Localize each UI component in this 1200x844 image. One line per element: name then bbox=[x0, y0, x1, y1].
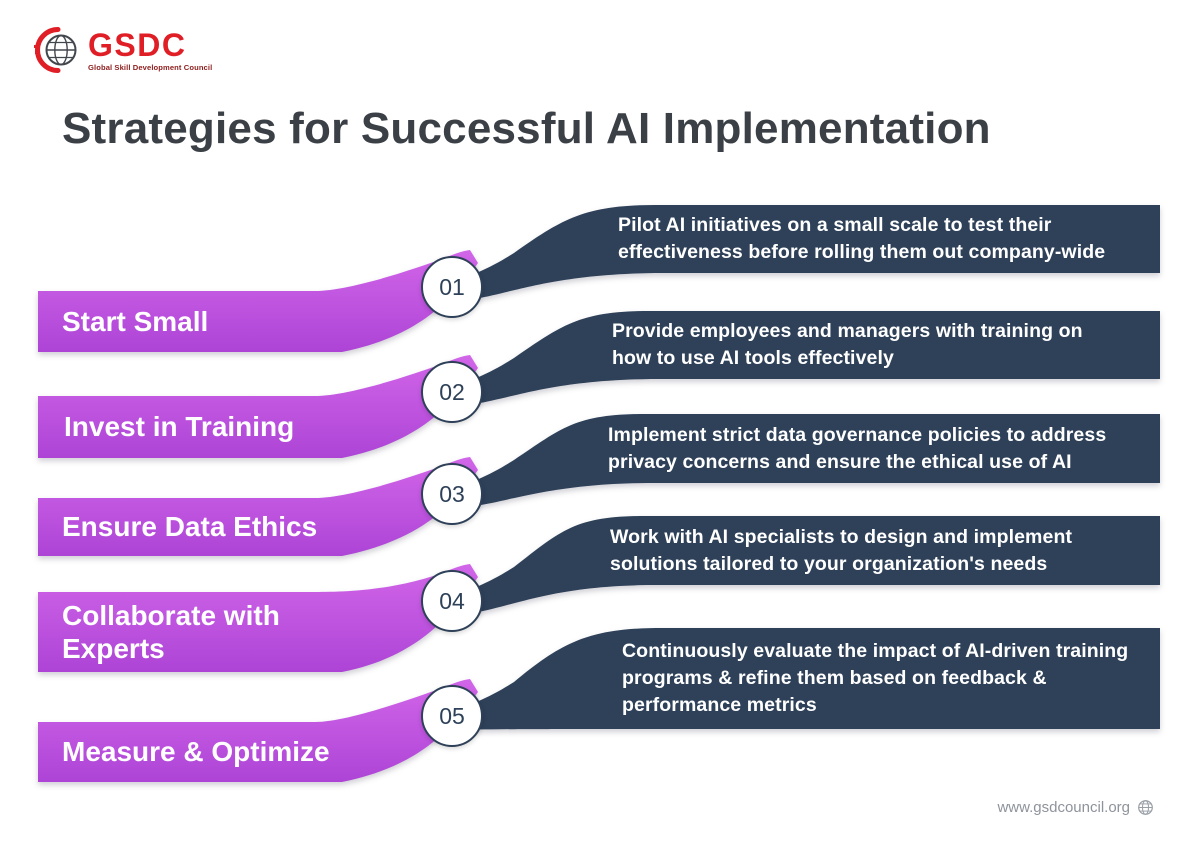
strategy-label: Collaborate with Experts bbox=[62, 599, 280, 664]
brand-text: GSDC Global Skill Development Council bbox=[88, 29, 212, 72]
strategy-description: Pilot AI initiatives on a small scale to… bbox=[618, 214, 1106, 263]
brand-tagline: Global Skill Development Council bbox=[88, 62, 213, 72]
strategy-label: Measure & Optimize bbox=[62, 736, 330, 768]
globe-icon bbox=[34, 27, 77, 73]
strategy-description: Work with AI specialists to design and i… bbox=[610, 525, 1073, 575]
step-number-badge: 05 bbox=[421, 685, 483, 747]
step-number-badge: 02 bbox=[421, 361, 483, 423]
footer: www.gsdcouncil.org bbox=[997, 799, 1154, 816]
strategy-description: Continuously evaluate the impact of AI-d… bbox=[622, 640, 1129, 716]
website-link[interactable]: www.gsdcouncil.org bbox=[997, 799, 1130, 816]
brand-logo: GSDC Global Skill Development Council bbox=[34, 26, 212, 74]
strategy-label: Start Small bbox=[62, 305, 209, 337]
strategy-label: Invest in Training bbox=[64, 411, 295, 443]
brand-name: GSDC bbox=[88, 26, 187, 63]
globe-icon bbox=[1138, 800, 1153, 815]
page-title: Strategies for Successful AI Implementat… bbox=[62, 104, 991, 153]
step-number-badge: 03 bbox=[421, 463, 483, 525]
strategy-description: Implement strict data governance policie… bbox=[608, 423, 1107, 473]
step-number-badge: 04 bbox=[421, 570, 483, 632]
step-number-badge: 01 bbox=[421, 256, 483, 318]
strategy-label: Ensure Data Ethics bbox=[62, 511, 318, 543]
strategy-description: Provide employees and managers with trai… bbox=[612, 320, 1083, 369]
